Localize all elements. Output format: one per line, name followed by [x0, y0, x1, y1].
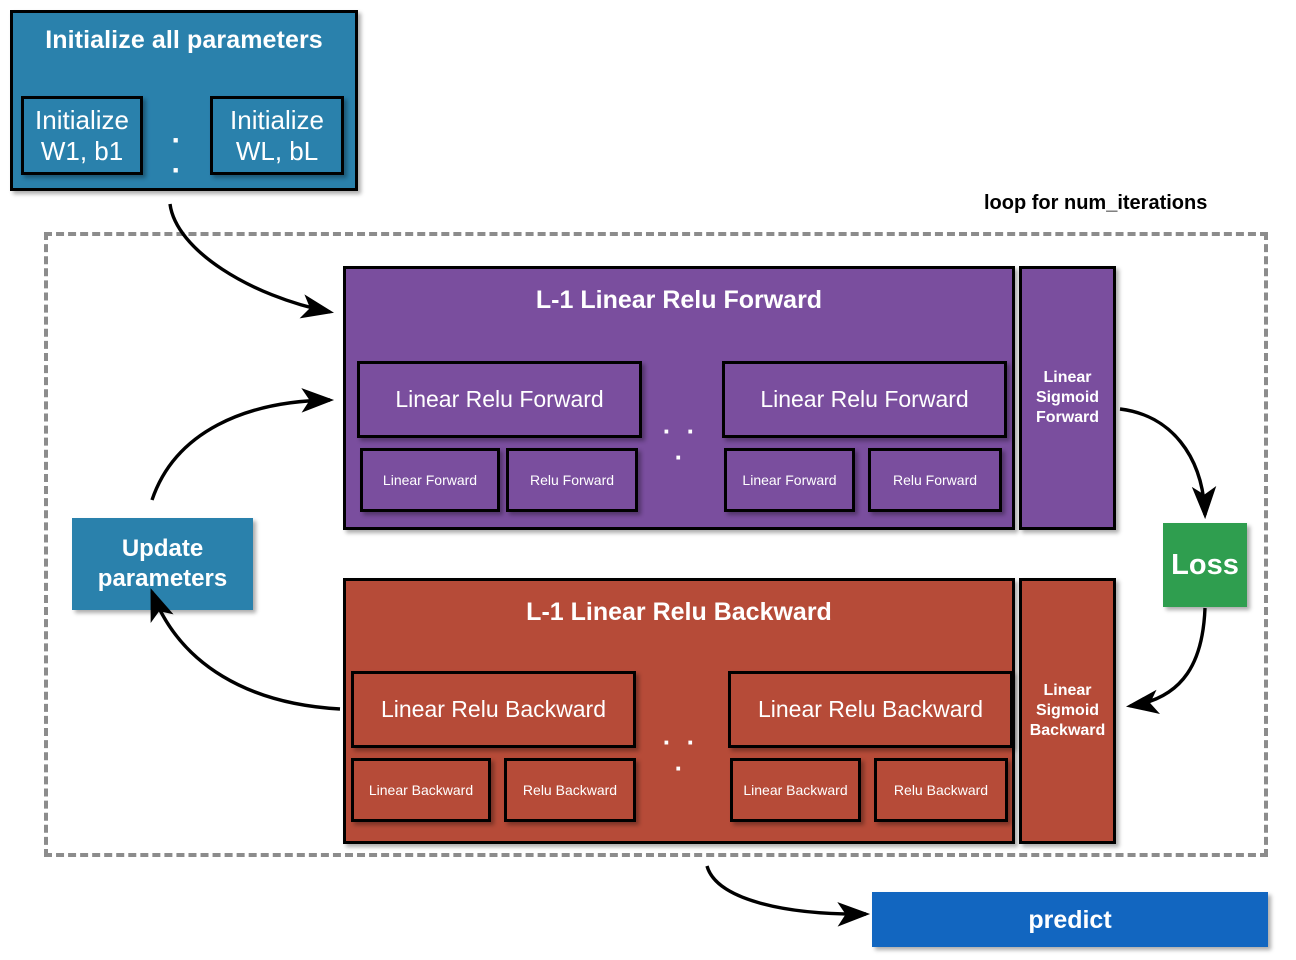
linear-backward-label: Linear Backward	[368, 782, 474, 798]
loss-label: Loss	[1171, 548, 1239, 581]
linear-forward-box-2[interactable]: Linear Forward	[724, 448, 855, 512]
relu-backward-box-2[interactable]: Relu Backward	[874, 758, 1008, 822]
linear-backward-box-1[interactable]: Linear Backward	[351, 758, 491, 822]
loop-label: loop for num_iterations	[984, 192, 1208, 214]
linear-relu-forward-label: Linear Relu Forward	[760, 386, 969, 412]
forward-group-title: L-1 Linear Relu Forward	[535, 286, 823, 314]
linear-relu-backward-box-1[interactable]: Linear Relu Backward	[351, 671, 636, 748]
linear-forward-label: Linear Forward	[742, 472, 837, 488]
linear-backward-label: Linear Backward	[743, 782, 848, 798]
linear-relu-backward-label: Linear Relu Backward	[757, 696, 983, 722]
linear-relu-forward-box-1[interactable]: Linear Relu Forward	[357, 361, 642, 438]
linear-relu-backward-box-2[interactable]: Linear Relu Backward	[728, 671, 1013, 748]
forward-ellipsis: · · ·	[662, 416, 700, 472]
linear-relu-forward-box-2[interactable]: Linear Relu Forward	[722, 361, 1007, 438]
backward-ellipsis: · · ·	[662, 727, 700, 783]
relu-forward-label: Relu Forward	[892, 472, 978, 488]
backward-group-title: L-1 Linear Relu Backward	[526, 598, 832, 626]
relu-backward-label: Relu Backward	[893, 782, 989, 798]
relu-backward-label: Relu Backward	[522, 782, 618, 798]
relu-forward-box-2[interactable]: Relu Forward	[868, 448, 1002, 512]
predict-label: predict	[1028, 905, 1112, 934]
linear-backward-box-2[interactable]: Linear Backward	[730, 758, 861, 822]
loop-container	[44, 232, 1268, 857]
linear-relu-forward-label: Linear Relu Forward	[395, 386, 604, 412]
relu-forward-label: Relu Forward	[529, 472, 615, 488]
predict-box[interactable]: predict	[872, 892, 1268, 947]
arrow-loop-to-predict	[705, 865, 871, 927]
relu-backward-box-1[interactable]: Relu Backward	[504, 758, 636, 822]
linear-forward-label: Linear Forward	[382, 472, 478, 488]
linear-relu-backward-label: Linear Relu Backward	[380, 696, 606, 722]
relu-forward-box-1[interactable]: Relu Forward	[506, 448, 638, 512]
linear-forward-box-1[interactable]: Linear Forward	[360, 448, 500, 512]
initialize-ellipsis: · · ·	[171, 124, 187, 217]
initialize-group-title: Initialize all parameters	[45, 26, 323, 54]
loss-box[interactable]: Loss	[1163, 523, 1247, 607]
